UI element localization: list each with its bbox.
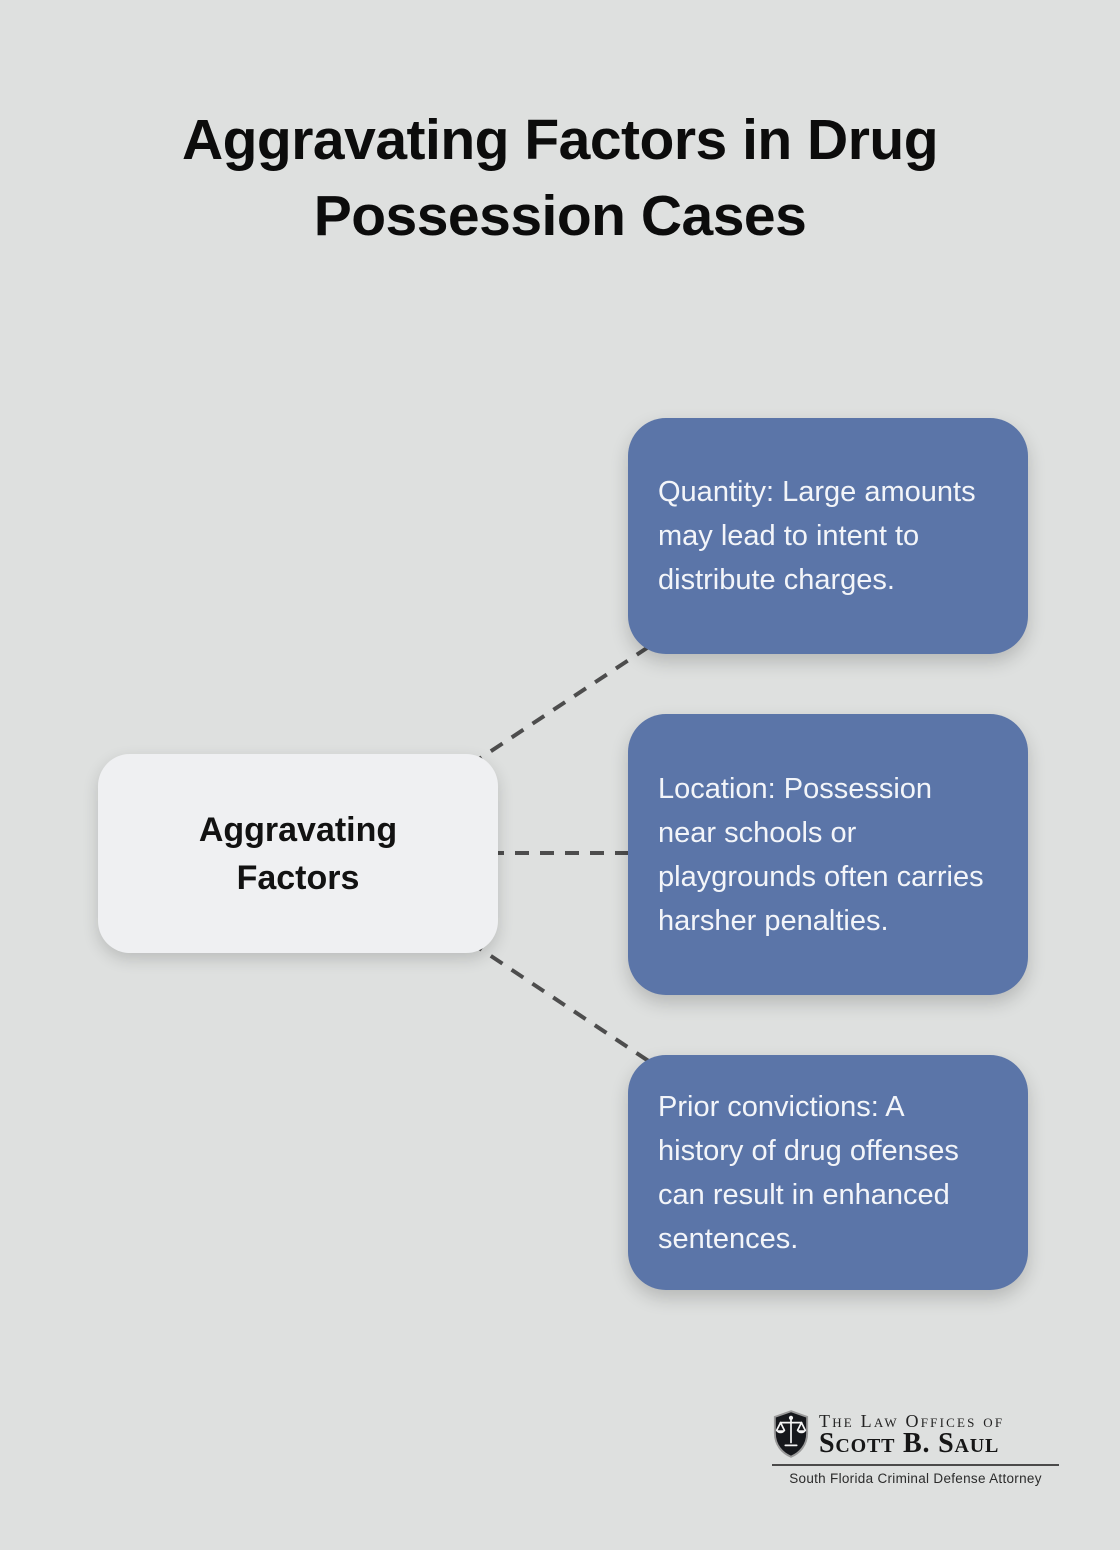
- logo-firm-name: Scott B. Saul: [819, 1428, 1000, 1459]
- center-node-label: Aggravating Factors: [198, 810, 398, 897]
- factor-box-prior-convictions: Prior convictions: A history of drug off…: [628, 1055, 1028, 1290]
- logo-text-block: The Law Offices of Scott B. Saul: [819, 1411, 1059, 1459]
- logo-firm-prefix: The Law Offices of: [819, 1411, 1005, 1431]
- factor-quantity-text: Quantity: Large amounts may lead to inte…: [658, 476, 976, 596]
- connector-quantity: [468, 636, 664, 767]
- law-firm-logo: The Law Offices of Scott B. Saul South F…: [772, 1410, 1059, 1486]
- scales-of-justice-shield-icon: [773, 1410, 809, 1458]
- page-title: Aggravating Factors in Drug Possession C…: [181, 108, 939, 248]
- center-node-aggravating-factors: Aggravating Factors: [98, 754, 498, 953]
- logo-row: The Law Offices of Scott B. Saul: [772, 1410, 1059, 1458]
- connector-prior: [468, 940, 664, 1072]
- factor-location-text: Location: Possession near schools or pla…: [658, 772, 984, 937]
- factor-box-location: Location: Possession near schools or pla…: [628, 714, 1028, 995]
- logo-tagline: South Florida Criminal Defense Attorney: [789, 1471, 1042, 1486]
- factor-box-quantity: Quantity: Large amounts may lead to inte…: [628, 418, 1028, 654]
- logo-divider: [772, 1464, 1059, 1466]
- factor-prior-convictions-text: Prior convictions: A history of drug off…: [658, 1090, 959, 1255]
